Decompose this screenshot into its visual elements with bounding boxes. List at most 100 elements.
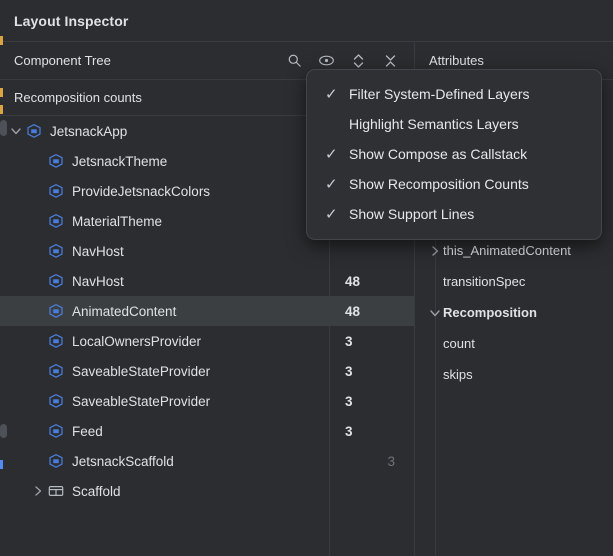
tree-row[interactable]: NavHost 48 [0, 266, 414, 296]
compose-node-icon [46, 273, 66, 289]
page-title: Layout Inspector [14, 12, 129, 29]
check-icon: ✓ [325, 145, 338, 163]
counts-column-divider [329, 116, 330, 556]
tree-row-expander [30, 386, 46, 416]
compose-node-icon [24, 123, 44, 139]
gutter-marker [0, 36, 3, 45]
tree-row[interactable]: ProvideJetsnackColors [0, 176, 414, 206]
search-icon[interactable] [284, 51, 304, 71]
attribute-row[interactable]: skips [415, 359, 613, 390]
recomposition-count: 3 [387, 453, 395, 469]
tree-row-label: NavHost [72, 273, 124, 289]
chevron-right-icon[interactable] [429, 245, 441, 257]
compose-node-icon [46, 183, 66, 199]
tree-row-expander [30, 266, 46, 296]
attributes-label: Attributes [429, 53, 484, 68]
attribute-row[interactable]: this_AnimatedContent [415, 235, 613, 266]
tree-row-label: NavHost [72, 243, 124, 259]
compose-node-icon [46, 453, 66, 469]
tree-row-label: SaveableStateProvider [72, 363, 211, 379]
tree-row-expander[interactable] [8, 116, 24, 146]
window-titlebar: Layout Inspector [0, 0, 613, 42]
collapse-all-icon[interactable] [380, 51, 400, 71]
tree-row[interactable]: AnimatedContent 48 [0, 296, 414, 326]
expand-collapse-icon[interactable] [348, 51, 368, 71]
tree-row-expander [30, 296, 46, 326]
tree-row-label: Feed [72, 423, 103, 439]
attribute-label: skips [443, 367, 473, 382]
menu-item[interactable]: ✓ Show Recomposition Counts [307, 169, 601, 199]
check-icon: ✓ [325, 205, 338, 223]
recomposition-count: 3 [345, 363, 353, 379]
tree-row-expander [30, 326, 46, 356]
tree-row[interactable]: SaveableStateProvider 3 [0, 356, 414, 386]
tree-row-label: MaterialTheme [72, 213, 163, 229]
compose-node-icon [46, 153, 66, 169]
menu-item[interactable]: ✓ Filter System-Defined Layers [307, 79, 601, 109]
recomposition-count: 48 [345, 273, 361, 289]
scrollbar-thumb[interactable] [0, 120, 7, 136]
compose-node-icon [46, 213, 66, 229]
tree-row[interactable]: LocalOwnersProvider 3 [0, 326, 414, 356]
menu-item-label: Show Compose as Callstack [349, 146, 528, 162]
menu-item-label: Show Support Lines [349, 206, 475, 222]
tree-row-label: LocalOwnersProvider [72, 333, 202, 349]
attribute-row-expander[interactable] [427, 245, 443, 257]
compose-node-icon [46, 363, 66, 379]
tree-row-label: SaveableStateProvider [72, 393, 211, 409]
tree-row-label: ProvideJetsnackColors [72, 183, 211, 199]
menu-item[interactable]: ✓ Show Compose as Callstack [307, 139, 601, 169]
check-icon: ✓ [325, 85, 338, 103]
recomposition-count: 3 [345, 333, 353, 349]
tree-row-expander [30, 236, 46, 266]
attribute-row-expander[interactable] [427, 307, 443, 319]
menu-item[interactable]: Highlight Semantics Layers [307, 109, 601, 139]
attribute-row[interactable]: transitionSpec [415, 266, 613, 297]
attribute-row[interactable]: Recomposition [415, 297, 613, 328]
compose-node-icon [46, 423, 66, 439]
attribute-label: Recomposition [443, 305, 537, 320]
tree-row-label: JetsnackTheme [72, 153, 168, 169]
gutter-marker [0, 88, 3, 97]
attribute-label: this_AnimatedContent [443, 243, 571, 258]
chevron-down-icon[interactable] [10, 125, 22, 137]
attribute-label: count [443, 336, 475, 351]
tree-row[interactable]: JetsnackApp [0, 116, 414, 146]
compose-node-icon [46, 393, 66, 409]
attribute-row[interactable]: count [415, 328, 613, 359]
chevron-down-icon[interactable] [429, 307, 441, 319]
component-tree-label: Component Tree [14, 53, 111, 68]
tree-row[interactable]: Feed 3 [0, 416, 414, 446]
chevron-right-icon[interactable] [32, 485, 44, 497]
tree-row[interactable]: SaveableStateProvider 3 [0, 386, 414, 416]
tree-row-expander [30, 446, 46, 476]
scrollbar-thumb[interactable] [0, 424, 7, 438]
recomposition-count: 3 [345, 423, 353, 439]
tree-row[interactable]: JetsnackScaffold 3 [0, 446, 414, 476]
tree-row[interactable]: Scaffold [0, 476, 414, 506]
check-icon: ✓ [325, 175, 338, 193]
tree-row-label: JetsnackScaffold [72, 453, 174, 469]
gutter-marker [0, 460, 3, 469]
tree-row-label: AnimatedContent [72, 303, 177, 319]
eye-icon[interactable] [316, 51, 336, 71]
menu-item-label: Show Recomposition Counts [349, 176, 529, 192]
view-node-icon [46, 484, 66, 498]
tree-row[interactable]: NavHost [0, 236, 414, 266]
component-tree-toolbar [284, 51, 414, 71]
tree-row[interactable]: MaterialTheme [0, 206, 414, 236]
menu-item[interactable]: ✓ Show Support Lines [307, 199, 601, 229]
tree-row-label: Scaffold [72, 483, 121, 499]
tree-row-expander [30, 146, 46, 176]
recomposition-count: 48 [345, 303, 361, 319]
recomposition-count: 3 [345, 393, 353, 409]
tree-row-expander [30, 176, 46, 206]
menu-item-label: Filter System-Defined Layers [349, 86, 530, 102]
tree-row[interactable]: JetsnackTheme [0, 146, 414, 176]
tree-row-expander[interactable] [30, 476, 46, 506]
compose-node-icon [46, 303, 66, 319]
